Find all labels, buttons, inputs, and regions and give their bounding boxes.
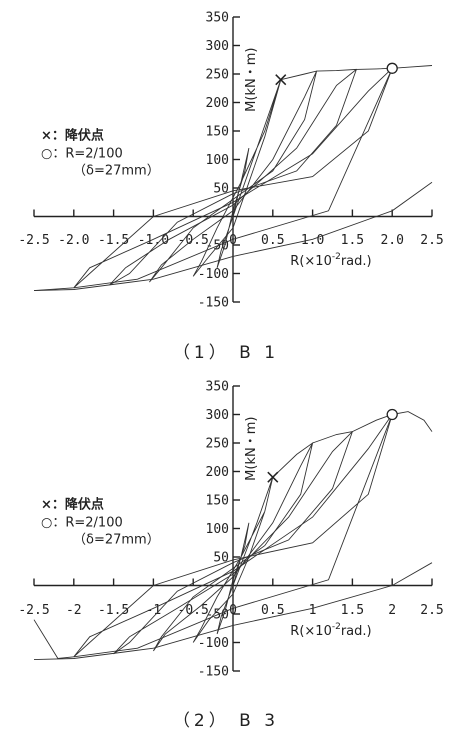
hysteresis-curve <box>73 67 393 289</box>
x-tick-label: 1.5 <box>341 603 364 618</box>
hysteresis-curve <box>392 65 433 69</box>
yield-point-marker <box>267 471 279 483</box>
y-tick-label: -100 <box>198 636 229 651</box>
y-tick-label: 100 <box>206 153 229 168</box>
x-tick-label: -2.5 <box>18 603 49 618</box>
hysteresis-curve <box>149 70 318 283</box>
y-axis-label: M(kN・m) <box>244 48 259 112</box>
y-tick-label: 350 <box>206 380 229 395</box>
x-tick-label: -2.0 <box>58 233 89 248</box>
r-point-marker <box>386 408 398 421</box>
y-tick-label: 200 <box>206 465 229 480</box>
y-tick-label: 50 <box>213 182 229 197</box>
hysteresis-curve <box>392 411 433 432</box>
hysteresis-curve <box>109 68 358 286</box>
x-tick-label: 0 <box>229 233 237 248</box>
legend-r-point: ○：R=2/100 <box>41 147 123 162</box>
y-tick-label: 150 <box>206 494 229 509</box>
x-tick-label: 2.5 <box>420 603 443 618</box>
hysteresis-curve <box>216 522 250 635</box>
legend-r-point: ○：R=2/100 <box>41 516 123 531</box>
hysteresis-curve <box>33 68 393 292</box>
legend-r-delta: （δ=27mm） <box>73 533 160 548</box>
x-tick-label: 0 <box>229 603 237 618</box>
chart-panel-1: -2.5 -2.0 -1.5 -1.0 -0.5 0 0.5 1.0 1.5 2.0 2.5 350 3… <box>18 11 443 364</box>
y-tick-label: -150 <box>198 665 229 680</box>
x-tick-label: 0.5 <box>261 233 284 248</box>
hysteresis-curve <box>153 441 314 652</box>
y-tick-label: 300 <box>206 408 229 423</box>
y-tick-label: 250 <box>206 437 229 452</box>
x-tick-label: 1.5 <box>341 233 364 248</box>
legend-yield-point: ×：降伏点 <box>41 497 104 513</box>
r-point-marker <box>386 62 398 74</box>
y-tick-label: 100 <box>206 522 229 537</box>
x-axis-label: R(×10-2rad.) <box>290 622 371 639</box>
y-tick-label: -100 <box>198 267 229 282</box>
x-tick-label: -2.5 <box>18 233 49 248</box>
legend-yield-point: ×：降伏点 <box>41 128 104 144</box>
chart-caption: （1） B 1 <box>173 343 279 363</box>
x-tick-label: 2 <box>388 603 396 618</box>
x-tick-label: -1.5 <box>98 233 129 248</box>
hysteresis-curve <box>73 413 393 658</box>
x-axis-label: R(×10-2rad.) <box>290 252 371 269</box>
y-tick-label: 300 <box>206 39 229 54</box>
x-tick-label: -1.5 <box>98 603 129 618</box>
y-tick-label: 50 <box>213 551 229 566</box>
chart-caption: （2） B 3 <box>173 711 279 731</box>
x-tick-label: 2.5 <box>420 233 443 248</box>
y-tick-label: -150 <box>198 296 229 311</box>
legend-r-delta: （δ=27mm） <box>73 164 160 179</box>
y-tick-label: 200 <box>206 96 229 111</box>
x-tick-label: 1 <box>309 603 317 618</box>
y-tick-label: 250 <box>206 68 229 83</box>
x-tick-label: 1.0 <box>301 233 324 248</box>
hysteresis-curve <box>33 181 433 292</box>
x-tick-label: 0.5 <box>261 603 284 618</box>
x-tick-label: 2.0 <box>380 233 403 248</box>
y-tick-label: 150 <box>206 125 229 140</box>
x-tick-label: -0.5 <box>178 233 209 248</box>
y-tick-label: 350 <box>206 11 229 26</box>
yield-point-marker <box>275 74 287 86</box>
hysteresis-curve <box>33 562 433 661</box>
x-tick-label: -1.0 <box>138 233 169 248</box>
y-axis-label: M(kN・m) <box>244 417 259 481</box>
x-tick-label: -2 <box>66 603 82 618</box>
hysteresis-curve <box>113 431 354 655</box>
